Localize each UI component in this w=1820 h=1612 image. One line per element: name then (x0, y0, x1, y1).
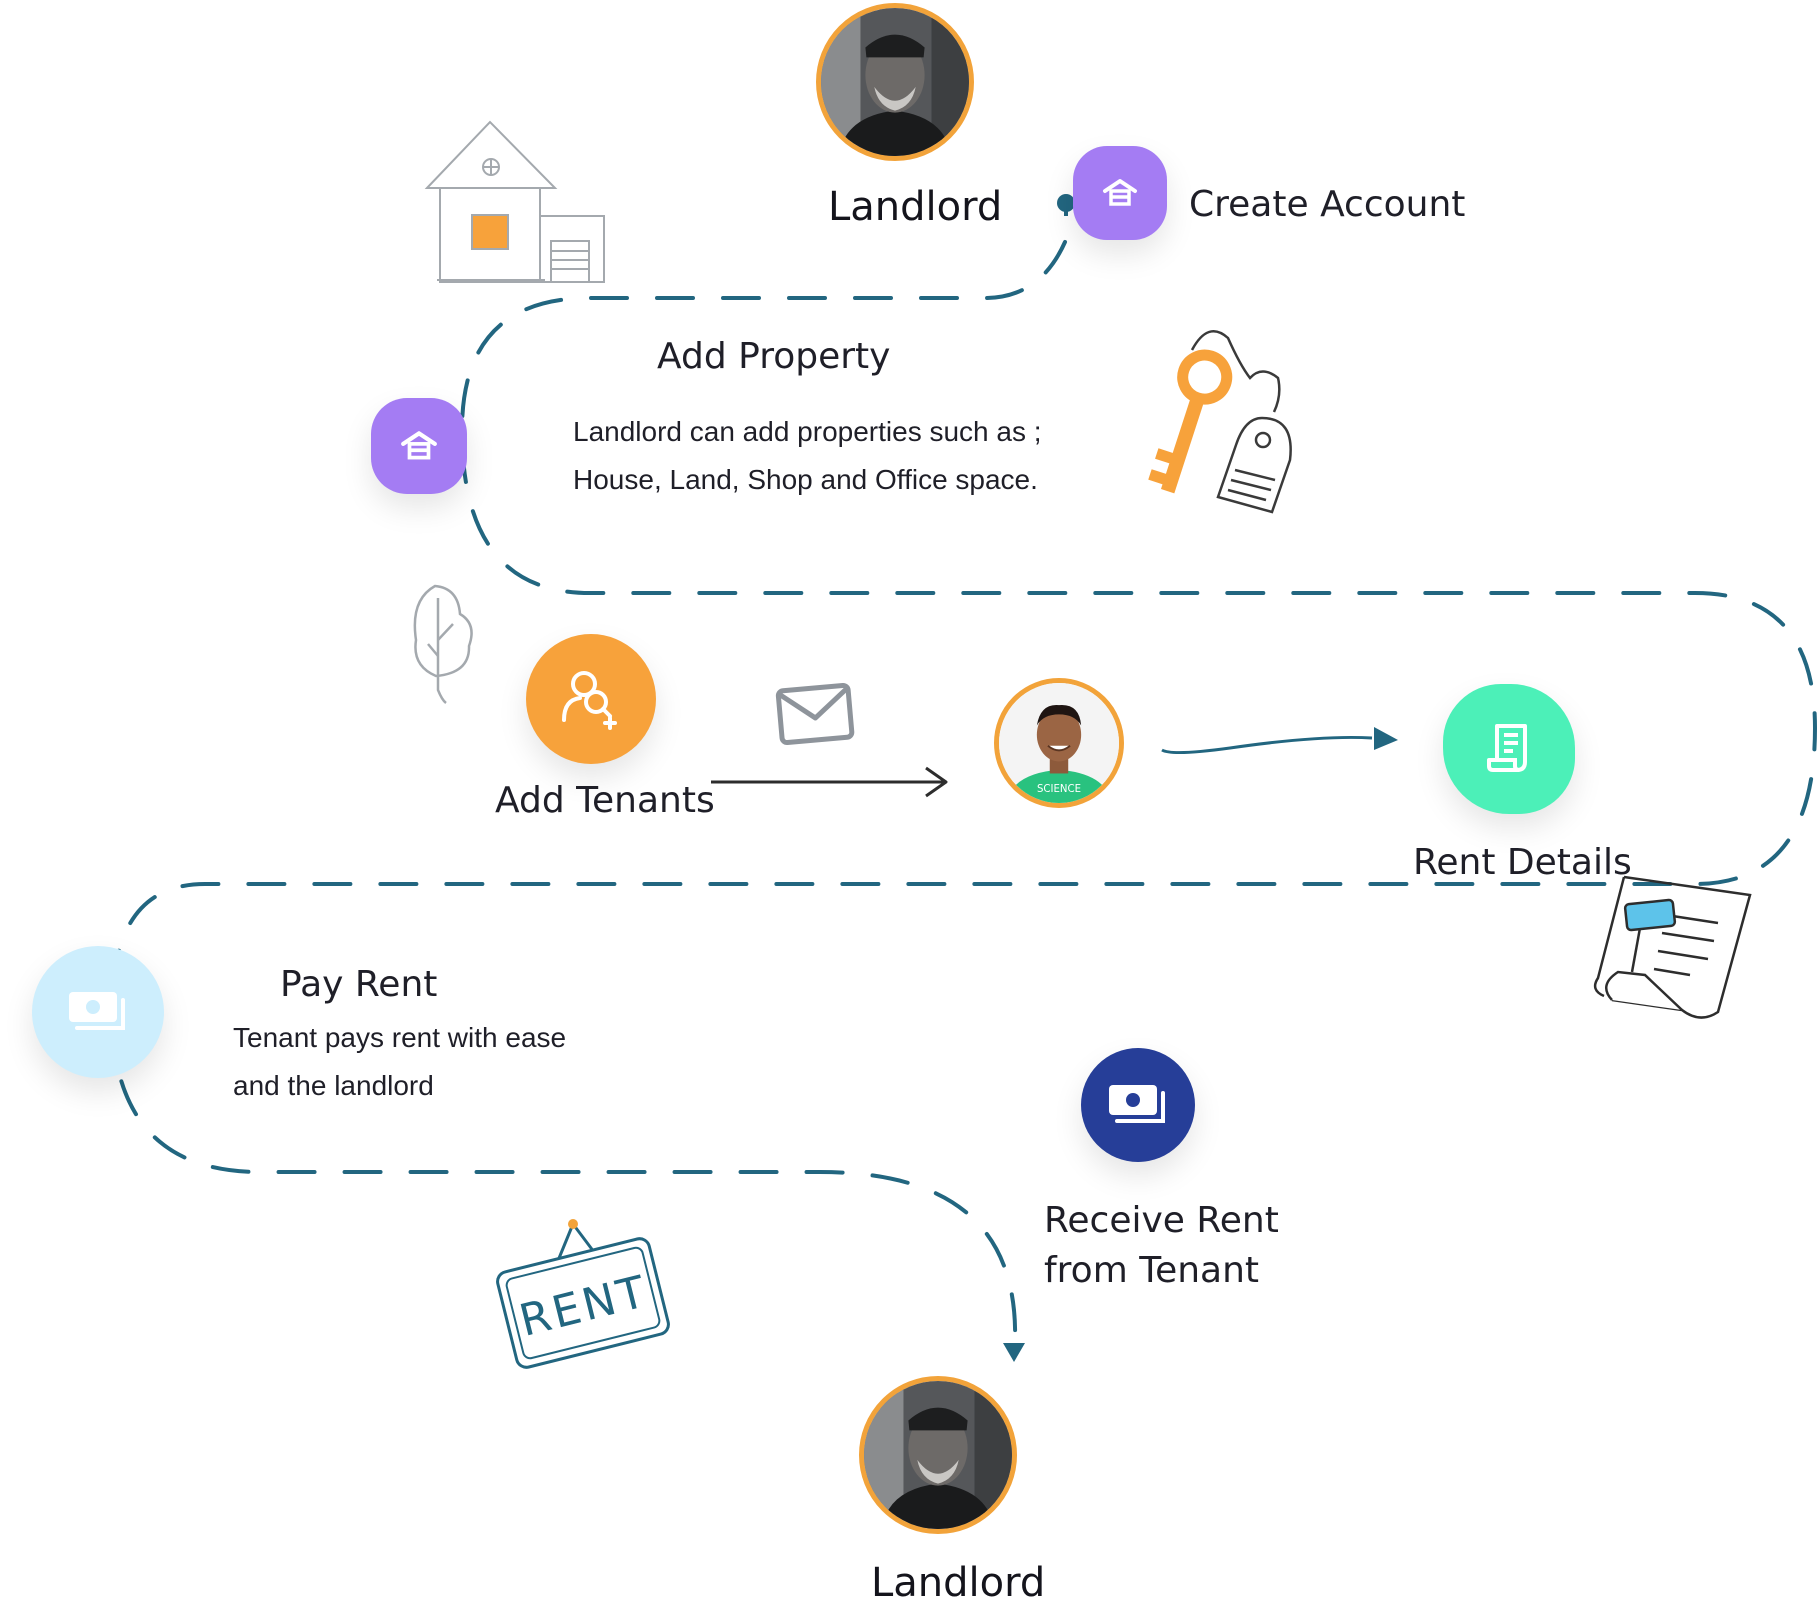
landlord-top-label: Landlord (828, 184, 1003, 230)
envelope-icon (775, 682, 855, 746)
pay-rent-desc-line1: Tenant pays rent with ease (233, 1022, 567, 1053)
cash-icon (1109, 1085, 1165, 1123)
user-search-plus-icon (562, 671, 617, 730)
rent-details-button[interactable] (1443, 684, 1575, 814)
house-sketch (424, 120, 605, 283)
tenant-shirt-text: SCIENCE (1037, 784, 1081, 795)
add-property-desc-line2: House, Land, Shop and Office space. (573, 464, 1038, 495)
receive-rent-button[interactable] (1081, 1048, 1195, 1162)
rent-sign: RENT (496, 1219, 670, 1369)
create-account-button[interactable] (1073, 146, 1167, 240)
tenant-avatar-icon: SCIENCE (999, 683, 1119, 803)
create-account-label: Create Account (1189, 184, 1466, 225)
add-tenants-button[interactable] (526, 634, 656, 764)
pay-rent-button[interactable] (32, 946, 164, 1078)
rent-details-label: Rent Details (1413, 842, 1632, 883)
landlord-avatar-icon (821, 8, 969, 156)
receive-rent-label-line2: from Tenant (1044, 1250, 1260, 1291)
receipt-icon (1487, 724, 1527, 772)
landlord-avatar-top (816, 3, 974, 161)
pay-rent-title: Pay Rent (280, 964, 438, 1005)
flow-path (109, 240, 1818, 1344)
details-arrow (1161, 727, 1398, 755)
pay-rent-desc-line2: and the landlord (233, 1070, 434, 1101)
cash-icon (69, 992, 125, 1030)
invite-arrow (711, 766, 948, 798)
key-tag (1190, 330, 1292, 514)
landlord-avatar-icon (864, 1381, 1012, 1529)
landlord-bottom-label: Landlord (871, 1560, 1046, 1606)
scroll-document (1593, 875, 1752, 1019)
add-property-title: Add Property (657, 336, 891, 377)
path-end-arrowhead (1003, 1343, 1025, 1362)
add-property-button[interactable] (371, 398, 467, 494)
add-tenants-label: Add Tenants (495, 780, 715, 821)
leaf-sketch (413, 584, 473, 704)
landlord-avatar-bottom (859, 1376, 1017, 1534)
add-property-desc-line1: Landlord can add properties such as ; (573, 416, 1042, 447)
tenant-avatar: SCIENCE (994, 678, 1124, 808)
key-icon (1148, 349, 1233, 494)
house-icon (1103, 179, 1137, 206)
house-icon (401, 431, 437, 460)
scroll-blue-tag (1623, 898, 1677, 932)
receive-rent-label-line1: Receive Rent (1044, 1200, 1279, 1241)
